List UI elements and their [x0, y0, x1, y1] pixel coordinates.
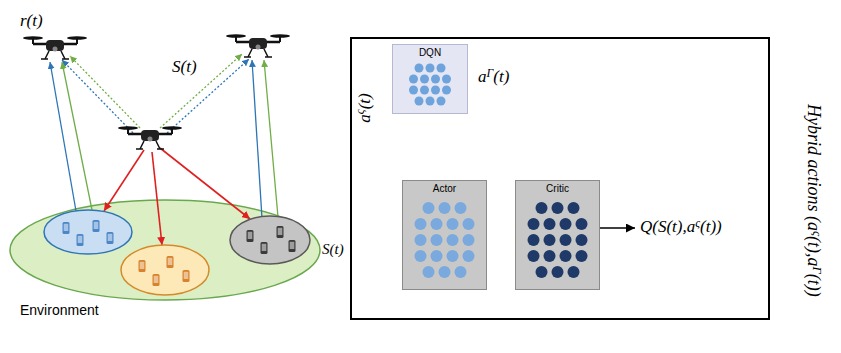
connector: [315, 261, 402, 263]
network-title: DQN: [419, 47, 441, 59]
superscript: Γ: [810, 266, 824, 273]
superscript: ς: [695, 216, 700, 230]
actor-critic-group: [373, 170, 758, 305]
edge-label: S(t): [322, 240, 344, 258]
network-title: Critic: [546, 183, 569, 195]
math-label: aΓ(t): [478, 68, 509, 86]
q-output-arrow: [600, 227, 635, 229]
edge-label: r(t): [20, 12, 43, 30]
environment-label: Environment: [20, 302, 99, 318]
environment-ellipse-shape: [10, 200, 320, 300]
connector: [487, 227, 515, 229]
superscript: ς: [810, 231, 824, 236]
connector: [14, 8, 452, 239]
edge-label: aς(t): [356, 93, 374, 122]
edge-label: S(t): [172, 58, 197, 76]
network-title: Actor: [433, 183, 456, 195]
superscript: ς: [354, 109, 368, 114]
uav-drones: [23, 34, 290, 149]
superscript: Γ: [487, 66, 494, 80]
math-label: Q(S(t),aς(t)): [640, 218, 722, 236]
hybrid-actions-label: Hybrid actions (aς(t),aΓ(t)): [803, 104, 824, 297]
